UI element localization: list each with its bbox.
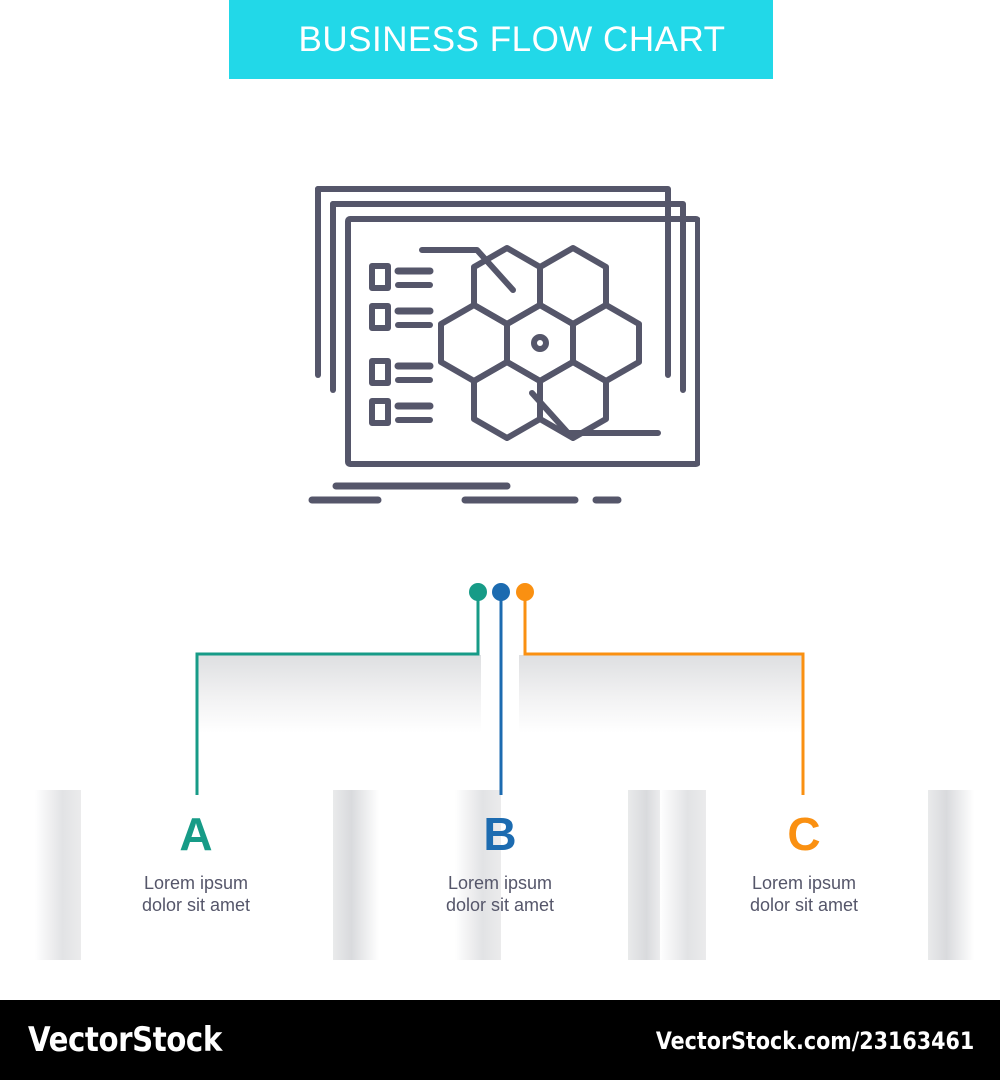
flow-description-b-line1: Lorem ipsum — [447, 873, 553, 893]
flow-column-a[interactable]: A Lorem ipsum dolor sit amet — [66, 810, 326, 916]
connector-line-a — [195, 600, 480, 795]
icon-caption-dashes — [308, 482, 622, 504]
connector-dot-c — [516, 583, 534, 601]
flow-description-c: Lorem ipsum dolor sit amet — [674, 872, 934, 916]
flow-diagram: A Lorem ipsum dolor sit amet B Lorem ips… — [0, 560, 1000, 1000]
flow-description-a-line1: Lorem ipsum — [143, 873, 249, 893]
card-back-1 — [315, 186, 671, 378]
icon-svg — [308, 186, 701, 504]
connector-line-c — [523, 600, 805, 795]
hexagon-bottom-left — [471, 359, 543, 441]
list-checkbox-4 — [369, 398, 391, 426]
callout-line-bottom — [529, 390, 661, 436]
flow-letter-c: C — [787, 808, 821, 860]
hexagon-bottom-right — [537, 359, 609, 441]
card-front — [345, 216, 701, 467]
flow-description-a-line2: dolor sit amet — [141, 895, 251, 915]
list-checkbox-2 — [369, 303, 391, 331]
flow-description-b-line2: dolor sit amet — [445, 895, 555, 915]
connector-dot-b — [492, 583, 510, 601]
icon-list-items — [369, 263, 434, 426]
hexagon-center-dot — [531, 334, 549, 352]
page-title: BUSINESS FLOW CHART — [298, 20, 726, 59]
list-checkbox-3 — [369, 358, 391, 386]
flow-column-c[interactable]: C Lorem ipsum dolor sit amet — [674, 810, 934, 916]
watermark-footer: VectorStock VectorStock.com/23163461 — [0, 1000, 1000, 1080]
card-back-2 — [330, 201, 686, 393]
flow-description-c-line1: Lorem ipsum — [751, 873, 857, 893]
flow-description-b: Lorem ipsum dolor sit amet — [370, 872, 630, 916]
stacked-screens-hexagon-icon — [300, 175, 701, 505]
vectorstock-url: VectorStock.com/23163461 — [655, 1027, 974, 1055]
header-banner: BUSINESS FLOW CHART — [229, 0, 773, 79]
connector-dot-a — [469, 583, 487, 601]
connector-lines — [195, 583, 805, 795]
callout-line-top — [419, 247, 516, 293]
list-checkbox-1 — [369, 263, 391, 291]
flow-letter-a: A — [179, 808, 213, 860]
hexagon-cluster — [438, 245, 642, 441]
flow-description-a: Lorem ipsum dolor sit amet — [66, 872, 326, 916]
flow-description-c-line2: dolor sit amet — [749, 895, 859, 915]
flow-letter-b: B — [483, 808, 517, 860]
vectorstock-brand: VectorStock — [28, 1020, 222, 1060]
flow-column-b[interactable]: B Lorem ipsum dolor sit amet — [370, 810, 630, 916]
